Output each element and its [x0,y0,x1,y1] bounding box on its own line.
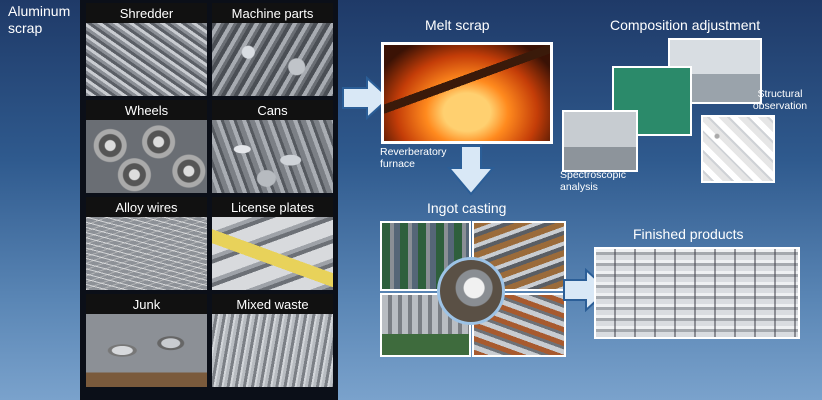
furnace-caption: Reverberatory furnace [380,146,460,170]
scrap-cell-junk: Junk [86,294,207,387]
junk-photo [86,314,207,387]
wheels-photo [86,120,207,193]
arrow-to-ingot-icon [446,145,496,196]
furnace-caption-text: Reverberatory furnace [380,146,447,170]
structural-caption: Structural observation [740,88,820,112]
scrap-label-alloy-wires: Alloy wires [115,200,178,215]
scrap-label-junk: Junk [132,297,161,312]
shredder-photo [86,23,207,96]
scrap-cell-machine-parts: Machine parts [212,3,333,96]
scrap-cell-shredder: Shredder [86,3,207,96]
scrap-label-wheels: Wheels [124,103,169,118]
arrow-to-melt-icon [342,76,391,120]
ingot-closeup-photo [437,257,505,325]
structural-caption-text: Structural observation [752,88,808,112]
mixed-waste-photo [212,314,333,387]
ingot-casting-heading: Ingot casting [427,200,507,216]
spectroscopic-caption: Spectroscopic analysis [560,169,640,193]
finished-ingots-photo [594,247,800,339]
composition-heading: Composition adjustment [610,17,761,33]
microstructure-photo [701,115,775,183]
title-line-1: Aluminum scrap [8,3,78,37]
scrap-types-panel: Shredder Machine parts Wheels Cans Alloy… [80,0,338,400]
scrap-cell-wheels: Wheels [86,100,207,193]
scrap-label-license-plates: License plates [230,200,315,215]
reverberatory-furnace-photo [381,42,553,144]
scrap-cell-cans: Cans [212,100,333,193]
diagram-title: Aluminum scrap [8,3,71,36]
scrap-cell-mixed-waste: Mixed waste [212,294,333,387]
scrap-cell-alloy-wires: Alloy wires [86,197,207,290]
melt-scrap-heading: Melt scrap [425,17,490,33]
finished-products-heading: Finished products [633,226,744,242]
license-plates-photo [212,217,333,290]
scrap-label-machine-parts: Machine parts [231,6,314,21]
alloy-wires-photo [86,217,207,290]
scrap-label-shredder: Shredder [119,6,174,21]
cans-photo [212,120,333,193]
casting-line-photo-2 [472,221,566,291]
spectrometer-photo [562,110,638,172]
machine-parts-photo [212,23,333,96]
scrap-cell-license-plates: License plates [212,197,333,290]
scrap-label-cans: Cans [257,103,288,118]
spectroscopic-caption-text: Spectroscopic analysis [560,169,626,193]
scrap-label-mixed-waste: Mixed waste [236,297,309,312]
